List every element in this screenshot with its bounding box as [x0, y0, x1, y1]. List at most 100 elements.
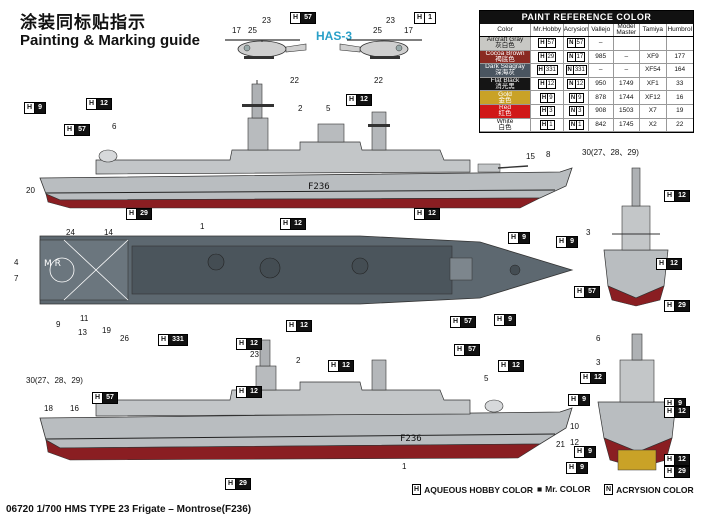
color-tag-code: H [569, 395, 580, 405]
color-tag-code: H [65, 125, 76, 135]
color-tag-code: H [495, 315, 506, 325]
callout-number: 23 [262, 16, 271, 25]
callout-number: 10 [570, 422, 579, 431]
title-chinese: 涂装同标贴指示 [20, 13, 146, 32]
callout-number: 24 [66, 228, 75, 237]
color-tag-code: H [665, 191, 676, 201]
legend-mr: ■ Mr. COLOR [537, 484, 590, 494]
title-english: Painting & Marking guide [20, 32, 201, 49]
side-view-lower: F236 [39, 339, 573, 461]
color-tag-number: 12 [297, 321, 311, 331]
paint-table-title: PAINT REFERENCE COLOR [480, 11, 693, 24]
paint-hobby-number: 57 [547, 40, 555, 47]
paint-acrysion-letter: N [569, 80, 576, 89]
paint-humbrol-cell [667, 37, 693, 50]
paint-acrysion-letter: N [570, 120, 578, 129]
color-tag-number: 12 [425, 209, 439, 219]
deck-letters: M R [44, 259, 61, 269]
paint-hobby-letter: H [540, 39, 547, 48]
front-view-lower [597, 333, 677, 471]
color-tag-number: 57 [103, 393, 117, 403]
callout-number: 25 [373, 26, 382, 35]
legend-acrysion: N ACRYSION COLOR [604, 484, 694, 495]
callout-number: 22 [290, 76, 299, 85]
color-tag-number: 12 [591, 373, 605, 383]
callout-number: 20 [26, 186, 35, 195]
callout-number: 1 [200, 222, 205, 231]
color-tag-number: 57 [75, 125, 89, 135]
paint-vallejo-cell: 950 [589, 77, 614, 91]
col-humbrol: Humbrol [667, 26, 693, 33]
paint-hobby-letter: H [540, 52, 547, 61]
paint-humbrol-cell: 164 [674, 66, 686, 74]
paint-name: Flat Black [490, 77, 520, 85]
color-tag-code: H [25, 103, 36, 113]
col-mrhobby: Mr.Hobby [531, 24, 565, 36]
color-tag-number: 9 [579, 395, 589, 405]
paint-name-cn: 金色 [498, 96, 512, 104]
legend-hobby-label: AQUEOUS HOBBY COLOR [424, 484, 533, 495]
paint-acrysion-letter: N [570, 107, 578, 116]
paint-tamiya-cell: XF54 [640, 64, 667, 77]
callout-number: 5 [484, 374, 489, 383]
color-tag-number: 1 [425, 13, 435, 23]
paint-humbrol-cell: 33 [676, 80, 684, 88]
paint-acrysion-letter: N [570, 93, 578, 102]
color-tag-number: 57 [301, 13, 315, 23]
color-tag-code: H [665, 467, 676, 477]
paint-hobby-letter: H [540, 80, 547, 89]
color-tag-code: H [451, 317, 462, 327]
color-tag-code: H [329, 361, 340, 371]
paint-acrysion-number: 1 [578, 121, 582, 128]
paint-humbrol-cell: 22 [676, 120, 684, 128]
callout-number: 18 [44, 404, 53, 413]
paint-name-cn: 消光黑 [495, 83, 515, 91]
color-tag-code: H [127, 209, 138, 219]
paint-acrysion-letter: N [567, 66, 574, 75]
callout-number: 25 [248, 26, 257, 35]
callout-number: 9 [56, 320, 61, 329]
callout-number: 23 [250, 350, 259, 359]
paint-tamiya-cell: XF1 [640, 77, 667, 91]
paint-hobby-number: 12 [547, 81, 555, 88]
color-tag-code: H [226, 479, 237, 489]
color-tag-code: H [291, 13, 302, 23]
paint-hobby-number: 3 [549, 108, 553, 115]
paint-tamiya-cell: XF9 [640, 50, 667, 64]
callout-number: 11 [80, 314, 89, 323]
paint-name-cn: 灰白色 [495, 42, 515, 50]
color-tag-code: H [567, 463, 578, 473]
paint-humbrol-cell: 16 [676, 93, 684, 101]
helicopter-right [339, 39, 422, 59]
col-vallejo: Vallejo [589, 24, 614, 36]
paint-acrysion-number: 3 [578, 108, 582, 115]
paint-tamiya-cell [640, 37, 667, 50]
